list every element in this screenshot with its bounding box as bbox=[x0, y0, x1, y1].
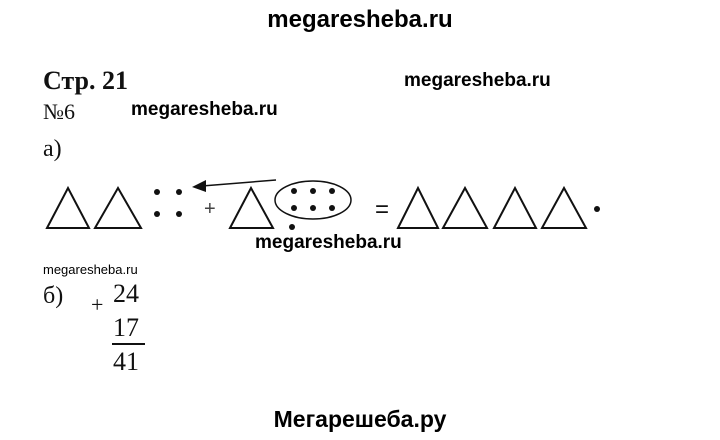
dot-group-4 bbox=[291, 205, 297, 211]
watermark-small: megaresheba.ru bbox=[43, 262, 138, 277]
triangle-7 bbox=[540, 185, 588, 229]
triangle-6 bbox=[492, 185, 538, 229]
watermark-right: megaresheba.ru bbox=[404, 70, 551, 91]
part-b-label: б) bbox=[43, 283, 64, 309]
dot-group-1 bbox=[291, 188, 297, 194]
triangle-2 bbox=[93, 185, 143, 229]
arrow-line bbox=[201, 179, 277, 187]
plus-sign-b: + bbox=[91, 292, 104, 317]
watermark-bottom: Мегарешеба.ру bbox=[273, 406, 447, 432]
oval-group bbox=[274, 180, 352, 220]
dot-colon-1 bbox=[154, 189, 160, 195]
watermark-mid-2: megaresheba.ru bbox=[255, 232, 402, 253]
addend-2: 17 bbox=[113, 313, 139, 342]
plus-sign-a: + bbox=[204, 198, 216, 220]
dot-group-5 bbox=[310, 205, 316, 211]
dot-result bbox=[594, 206, 600, 212]
dot-group-6 bbox=[329, 205, 335, 211]
triangle-3 bbox=[228, 185, 275, 229]
equals-sign-a: = bbox=[375, 196, 389, 223]
dot-below bbox=[289, 224, 295, 230]
dot-group-3 bbox=[329, 188, 335, 194]
part-a-label: а) bbox=[43, 136, 62, 162]
dot-colon-4 bbox=[176, 211, 182, 217]
page-label: Стр. 21 bbox=[43, 66, 128, 95]
sum-result: 41 bbox=[113, 347, 139, 376]
addend-1: 24 bbox=[113, 279, 139, 308]
dot-colon-2 bbox=[154, 211, 160, 217]
dot-group-2 bbox=[310, 188, 316, 194]
triangle-5 bbox=[441, 185, 489, 229]
triangle-4 bbox=[396, 185, 440, 229]
watermark-mid: megaresheba.ru bbox=[131, 99, 278, 120]
sum-underline bbox=[112, 343, 145, 345]
watermark-top: megaresheba.ru bbox=[267, 6, 453, 33]
arrow-head-icon bbox=[192, 180, 206, 192]
task-number: №6 bbox=[43, 99, 75, 124]
triangle-1 bbox=[45, 185, 91, 229]
dot-colon-3 bbox=[176, 189, 182, 195]
